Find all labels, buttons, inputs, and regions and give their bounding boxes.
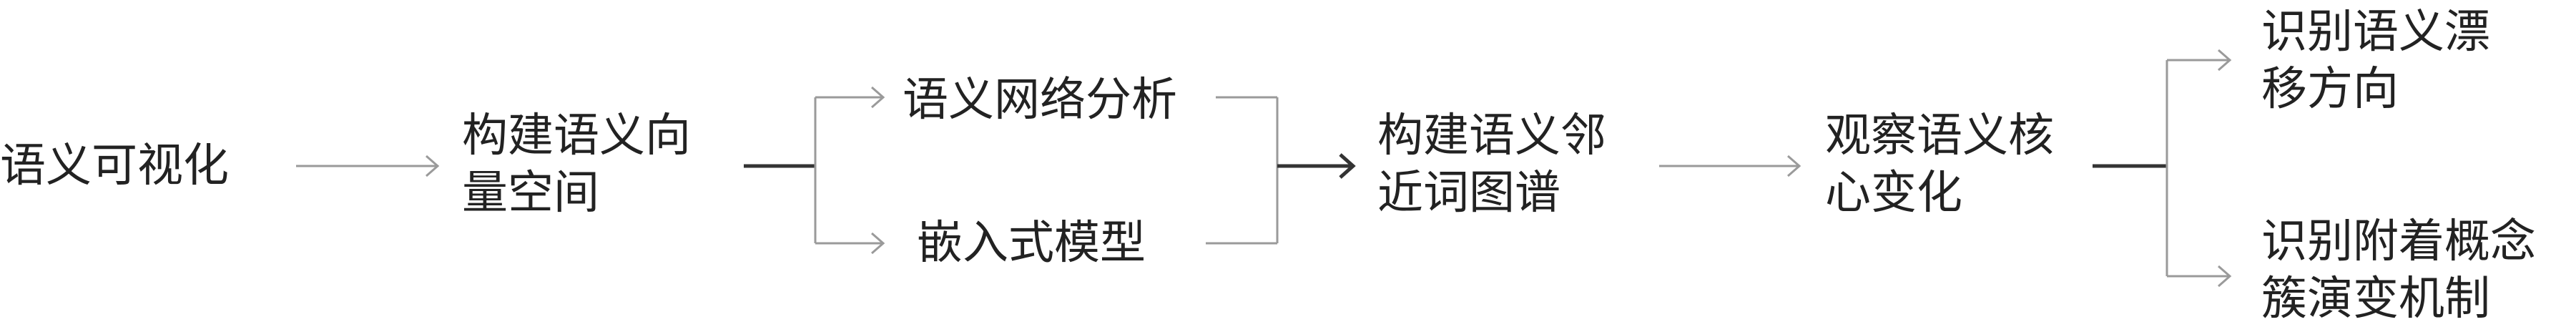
node-vector-space-line2: 量空间: [462, 167, 599, 220]
node-observe-core-change-line1: 观察语义核: [1825, 109, 2054, 162]
node-drift-direction: 识别语义漂 移方向: [2261, 4, 2490, 118]
node-semantic-visualization: 语义可视化: [0, 140, 229, 192]
node-observe-core-change: 观察语义核 心变化: [1825, 107, 2054, 222]
edge-merge-to-neighbor-graph: [1206, 96, 1356, 245]
node-vector-space-line1: 构建语义向: [462, 109, 691, 162]
node-cluster-evolution-line2: 簇演变机制: [2261, 273, 2490, 326]
edge-neighbor-to-observe: [1659, 155, 1801, 177]
node-vector-space: 构建语义向 量空间: [462, 107, 691, 222]
node-semantic-network-analysis: 语义网络分析: [903, 74, 1177, 127]
node-observe-core-change-line2: 心变化: [1825, 167, 1962, 220]
node-neighbor-graph: 构建语义邻 近词图谱: [1377, 107, 1606, 222]
node-neighbor-graph-line2: 近词图谱: [1377, 167, 1560, 220]
edge-vector-space-branch: [744, 86, 885, 255]
node-cluster-evolution-line1: 识别附着概念: [2261, 215, 2536, 268]
edge-observe-branch: [2093, 49, 2232, 288]
node-drift-direction-line1: 识别语义漂: [2261, 6, 2490, 59]
edge-visualize-to-vector-space: [296, 155, 440, 177]
node-cluster-evolution: 识别附着概念 簇演变机制: [2261, 213, 2536, 328]
node-drift-direction-line2: 移方向: [2261, 63, 2399, 116]
node-embedding-model: 嵌入式模型: [917, 217, 1146, 270]
node-neighbor-graph-line1: 构建语义邻: [1377, 109, 1606, 162]
